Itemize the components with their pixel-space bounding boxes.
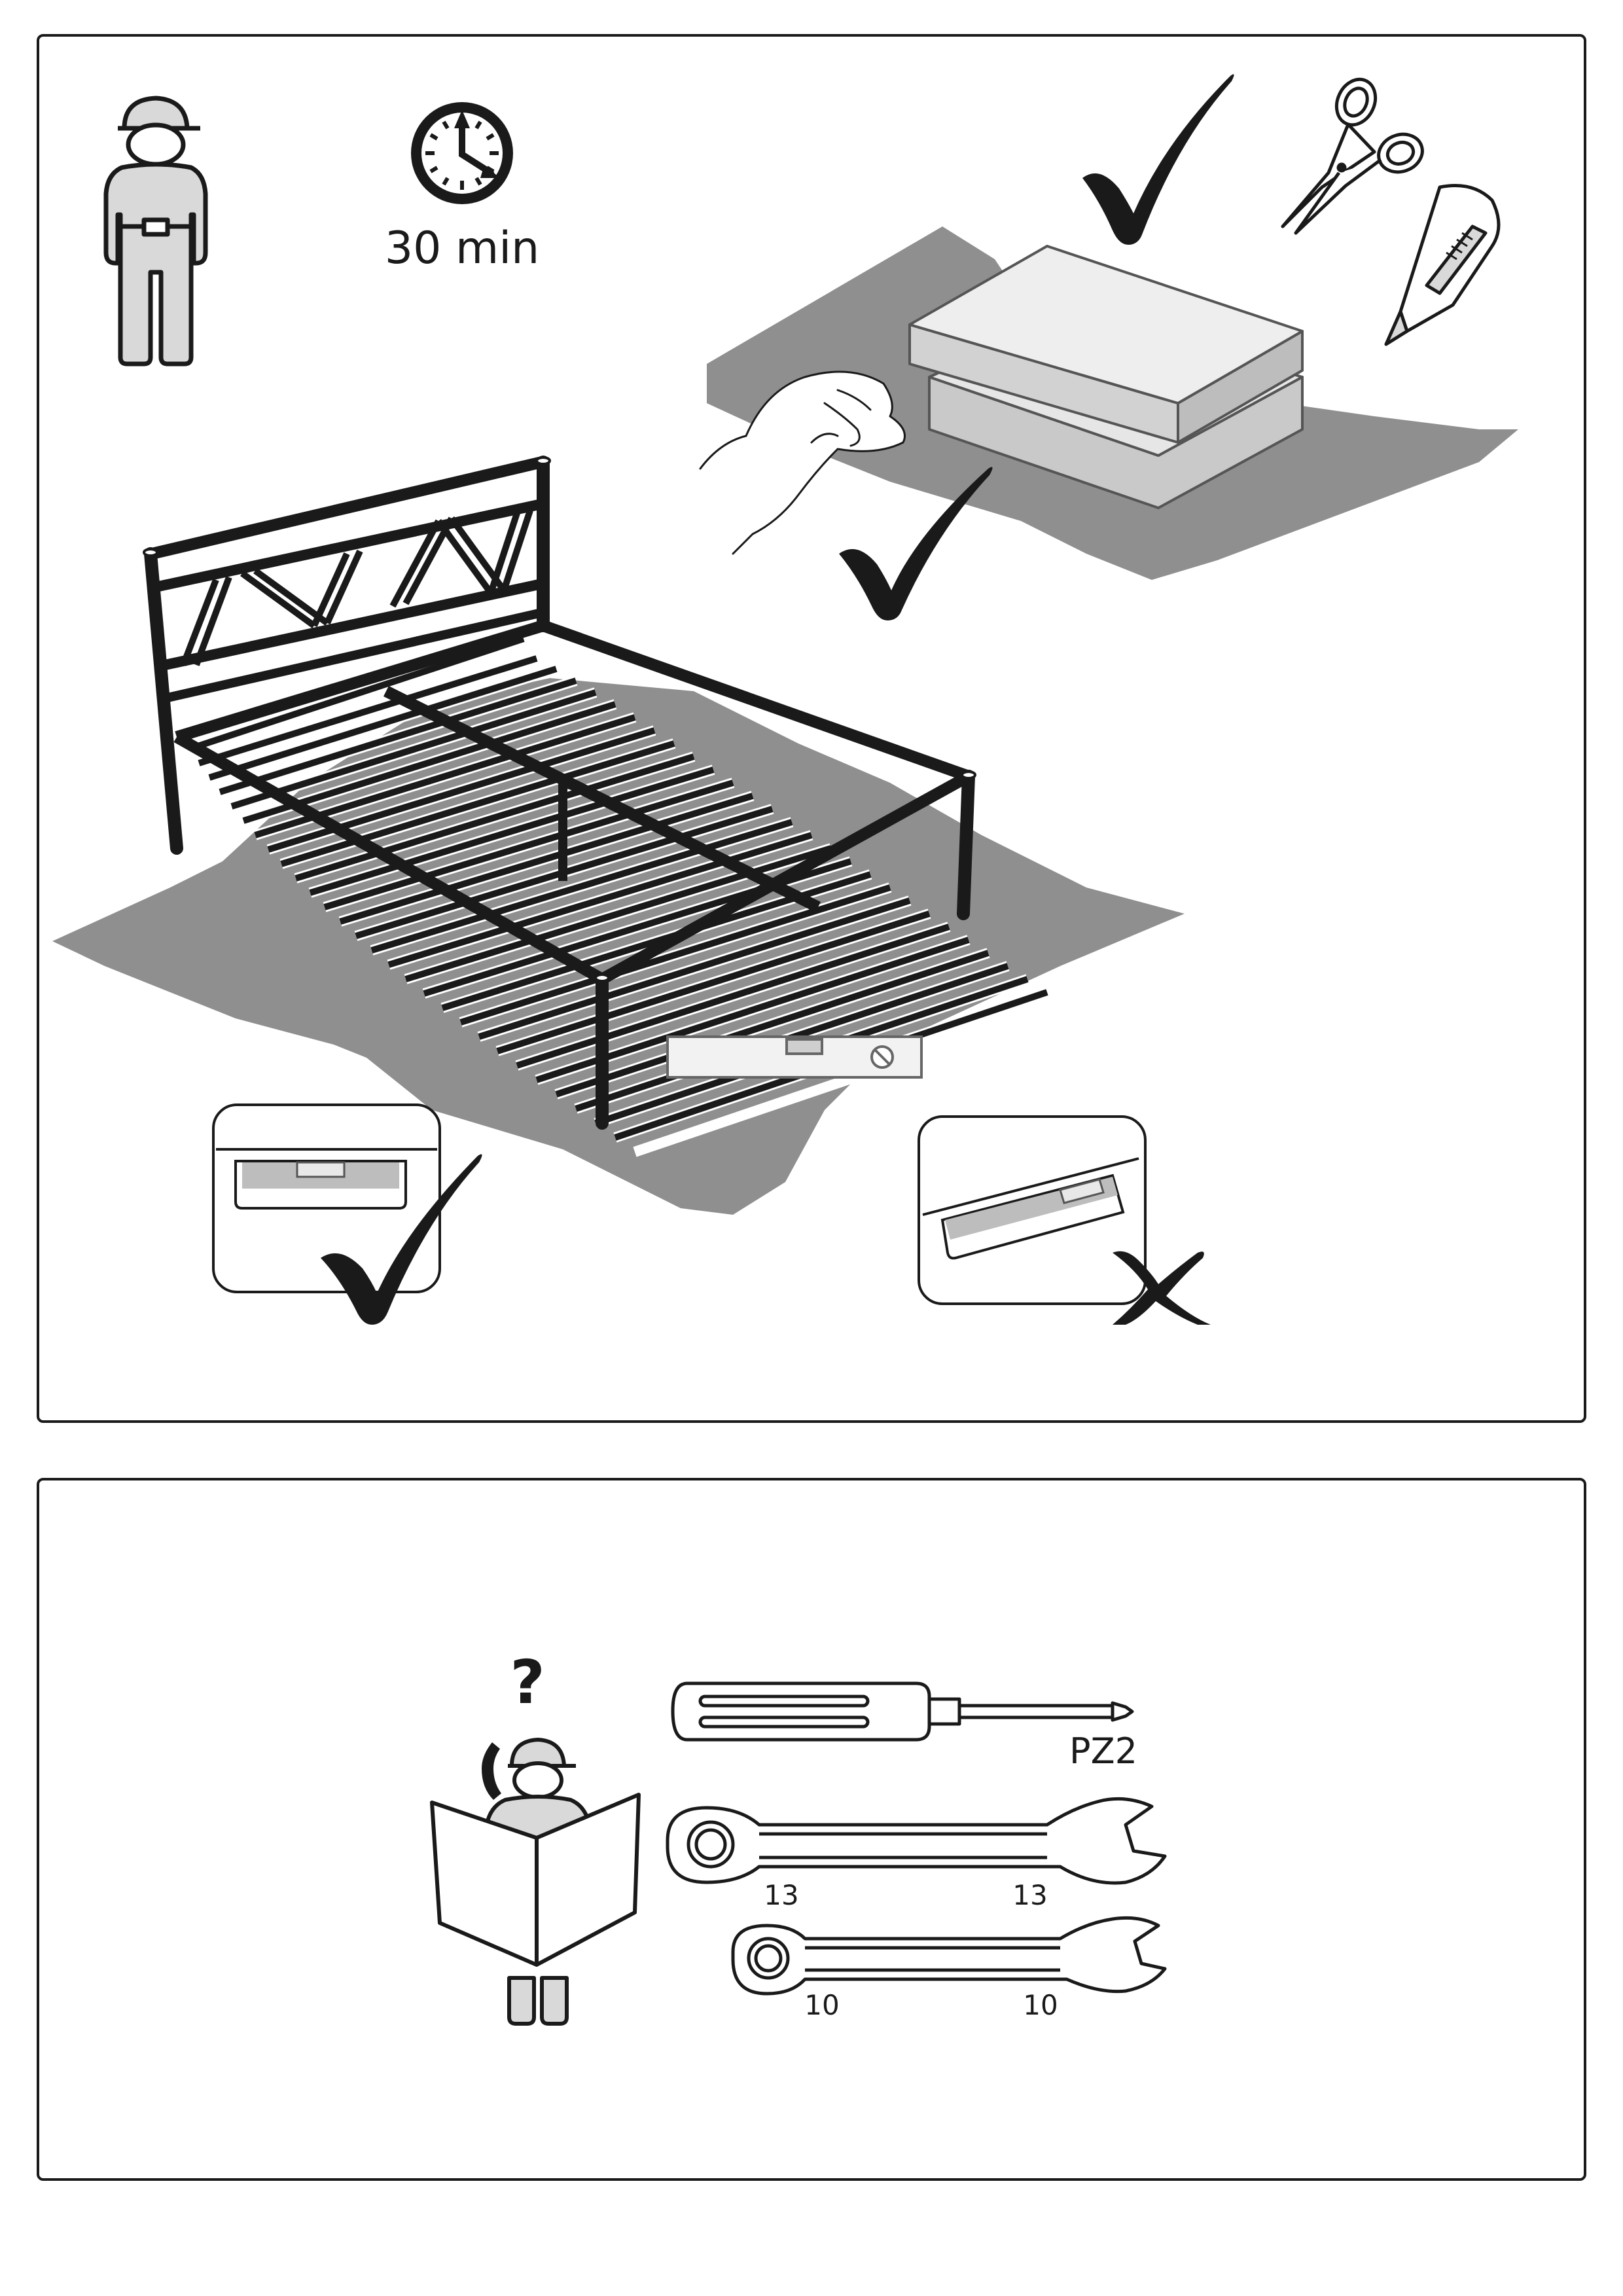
wrench-13-left-label: 13 (764, 1879, 798, 1911)
worker-icon (103, 96, 208, 367)
wrench-10-right-label: 10 (1023, 1989, 1058, 2021)
screwdriver-icon (671, 1681, 1134, 1742)
preparation-panel: 30 min (37, 34, 1586, 1423)
duration-label: 30 min (385, 223, 539, 274)
worker-reading-manual-icon (430, 1738, 641, 2026)
level-correct-inset (212, 1103, 482, 1325)
checkmark-icon (1082, 74, 1234, 245)
scissors-icon (1281, 77, 1424, 235)
cross-icon (1113, 1251, 1211, 1325)
clock-icon (411, 102, 513, 204)
spirit-level-icon (666, 1035, 923, 1079)
cardboard-box-icon (908, 245, 1304, 509)
preparation-illustration: 30 min (52, 74, 1518, 1325)
hand-checking-icon (699, 370, 906, 555)
metal-bed-frame-illustration (143, 456, 1069, 1157)
screwdriver-size-label: PZ2 (1069, 1731, 1137, 1772)
wrench-13-right-label: 13 (1012, 1879, 1047, 1911)
combination-wrench-icon (731, 1916, 1167, 1996)
combination-wrench-icon (666, 1797, 1167, 1885)
wrench-10-left-label: 10 (804, 1989, 839, 2021)
tools-illustration: ? PZ2 13 13 10 10 (430, 1647, 1167, 2026)
tools-panel: ? PZ2 13 13 10 10 (37, 1478, 1586, 2181)
checkmark-icon (839, 467, 993, 620)
question-mark-icon: ? (510, 1647, 544, 1717)
phone-icon (482, 1742, 501, 1800)
utility-knife-icon (1384, 184, 1501, 346)
level-incorrect-inset (918, 1115, 1211, 1325)
checkmark-icon (321, 1154, 482, 1325)
